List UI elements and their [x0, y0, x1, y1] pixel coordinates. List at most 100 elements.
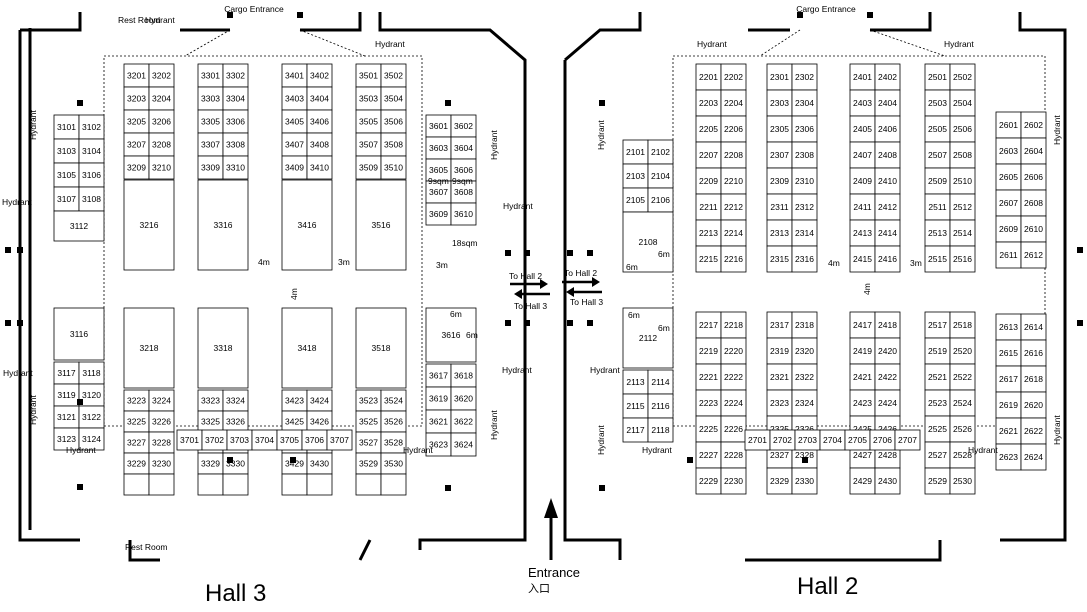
booth-2416[interactable]: 2416 [874, 245, 901, 273]
booth-2406[interactable]: 2406 [874, 115, 901, 143]
booth-2208[interactable]: 2208 [720, 141, 747, 169]
booth-2105[interactable]: 2105 [622, 187, 649, 213]
booth-2317[interactable]: 2317 [766, 311, 793, 339]
booth-2412[interactable]: 2412 [874, 193, 901, 221]
booth-2312[interactable]: 2312 [791, 193, 818, 221]
booth-2405[interactable]: 2405 [849, 115, 876, 143]
booth-3330[interactable]: 3330 [222, 452, 249, 475]
booth-2308[interactable]: 2308 [791, 141, 818, 169]
booth-2113[interactable]: 2113 [622, 369, 649, 395]
booth-2118[interactable]: 2118 [647, 417, 674, 443]
booth-2228[interactable]: 2228 [720, 441, 747, 469]
booth-2509[interactable]: 2509 [924, 167, 951, 195]
booth-3529[interactable]: 3529 [355, 452, 382, 475]
booth-3308[interactable]: 3308 [222, 132, 249, 157]
booth-3702[interactable]: 3702 [201, 429, 228, 451]
booth-2201[interactable]: 2201 [695, 63, 722, 91]
booth-3124[interactable]: 3124 [78, 427, 105, 451]
booth-2215[interactable]: 2215 [695, 245, 722, 273]
booth-2419[interactable]: 2419 [849, 337, 876, 365]
booth-3508[interactable]: 3508 [380, 132, 407, 157]
booth-3619[interactable]: 3619 [425, 386, 452, 411]
booth-3103[interactable]: 3103 [53, 138, 80, 164]
booth-2502[interactable]: 2502 [949, 63, 976, 91]
booth-2705[interactable]: 2705 [844, 429, 871, 451]
booth-2307[interactable]: 2307 [766, 141, 793, 169]
booth-2622[interactable]: 2622 [1020, 417, 1047, 445]
booth-3609[interactable]: 3609 [425, 202, 452, 226]
booth-2523[interactable]: 2523 [924, 389, 951, 417]
booth-2519[interactable]: 2519 [924, 337, 951, 365]
booth-3621[interactable]: 3621 [425, 409, 452, 434]
booth-2618[interactable]: 2618 [1020, 365, 1047, 393]
booth-3701[interactable]: 3701 [176, 429, 203, 451]
booth-2507[interactable]: 2507 [924, 141, 951, 169]
booth-2521[interactable]: 2521 [924, 363, 951, 391]
booth-2311[interactable]: 2311 [766, 193, 793, 221]
booth-3401[interactable]: 3401 [281, 63, 308, 88]
booth-3316[interactable]: 3316 [197, 179, 249, 271]
booth-2417[interactable]: 2417 [849, 311, 876, 339]
booth-2315[interactable]: 2315 [766, 245, 793, 273]
booth-2224[interactable]: 2224 [720, 389, 747, 417]
booth-3318[interactable]: 3318 [197, 307, 249, 389]
booth-2225[interactable]: 2225 [695, 415, 722, 443]
booth-3116[interactable]: 3116 [53, 307, 105, 361]
booth-3307[interactable]: 3307 [197, 132, 224, 157]
booth-2408[interactable]: 2408 [874, 141, 901, 169]
booth-2613[interactable]: 2613 [995, 313, 1022, 341]
booth-2214[interactable]: 2214 [720, 219, 747, 247]
booth-2422[interactable]: 2422 [874, 363, 901, 391]
booth-3324[interactable]: 3324 [222, 389, 249, 412]
booth-3524[interactable]: 3524 [380, 389, 407, 412]
booth-2530[interactable]: 2530 [949, 467, 976, 495]
booth-3523[interactable]: 3523 [355, 389, 382, 412]
booth-2504[interactable]: 2504 [949, 89, 976, 117]
booth-2503[interactable]: 2503 [924, 89, 951, 117]
booth-2220[interactable]: 2220 [720, 337, 747, 365]
booth-2402[interactable]: 2402 [874, 63, 901, 91]
booth-3225[interactable]: 3225 [123, 410, 150, 433]
booth-2304[interactable]: 2304 [791, 89, 818, 117]
booth-2114[interactable]: 2114 [647, 369, 674, 395]
booth-2528[interactable]: 2528 [949, 441, 976, 469]
booth-3624[interactable]: 3624 [450, 432, 477, 457]
booth-2219[interactable]: 2219 [695, 337, 722, 365]
booth-2611[interactable]: 2611 [995, 241, 1022, 269]
booth-3118[interactable]: 3118 [78, 361, 105, 385]
booth-2511[interactable]: 2511 [924, 193, 951, 221]
booth-3402[interactable]: 3402 [306, 63, 333, 88]
booth-2616[interactable]: 2616 [1020, 339, 1047, 367]
booth-3332[interactable] [222, 473, 249, 496]
booth-3526[interactable]: 3526 [380, 410, 407, 433]
booth-2410[interactable]: 2410 [874, 167, 901, 195]
booth-2621[interactable]: 2621 [995, 417, 1022, 445]
booth-2525[interactable]: 2525 [924, 415, 951, 443]
booth-3202[interactable]: 3202 [148, 63, 175, 88]
booth-3418[interactable]: 3418 [281, 307, 333, 389]
booth-2213[interactable]: 2213 [695, 219, 722, 247]
booth-3119[interactable]: 3119 [53, 383, 80, 407]
booth-3410[interactable]: 3410 [306, 155, 333, 180]
booth-3106[interactable]: 3106 [78, 162, 105, 188]
booth-3608[interactable]: 3608 [450, 180, 477, 204]
booth-3309[interactable]: 3309 [197, 155, 224, 180]
booth-2418[interactable]: 2418 [874, 311, 901, 339]
booth-2117[interactable]: 2117 [622, 417, 649, 443]
booth-2309[interactable]: 2309 [766, 167, 793, 195]
booth-3325[interactable]: 3325 [197, 410, 224, 433]
booth-3425[interactable]: 3425 [281, 410, 308, 433]
booth-3228[interactable]: 3228 [148, 431, 175, 454]
booth-3426[interactable]: 3426 [306, 410, 333, 433]
booth-3207[interactable]: 3207 [123, 132, 150, 157]
booth-3404[interactable]: 3404 [306, 86, 333, 111]
booth-2615[interactable]: 2615 [995, 339, 1022, 367]
booth-2424[interactable]: 2424 [874, 389, 901, 417]
booth-2222[interactable]: 2222 [720, 363, 747, 391]
booth-2512[interactable]: 2512 [949, 193, 976, 221]
booth-3107[interactable]: 3107 [53, 186, 80, 212]
booth-3210[interactable]: 3210 [148, 155, 175, 180]
booth-2707[interactable]: 2707 [894, 429, 921, 451]
booth-3101[interactable]: 3101 [53, 114, 80, 140]
booth-3527[interactable]: 3527 [355, 431, 382, 454]
